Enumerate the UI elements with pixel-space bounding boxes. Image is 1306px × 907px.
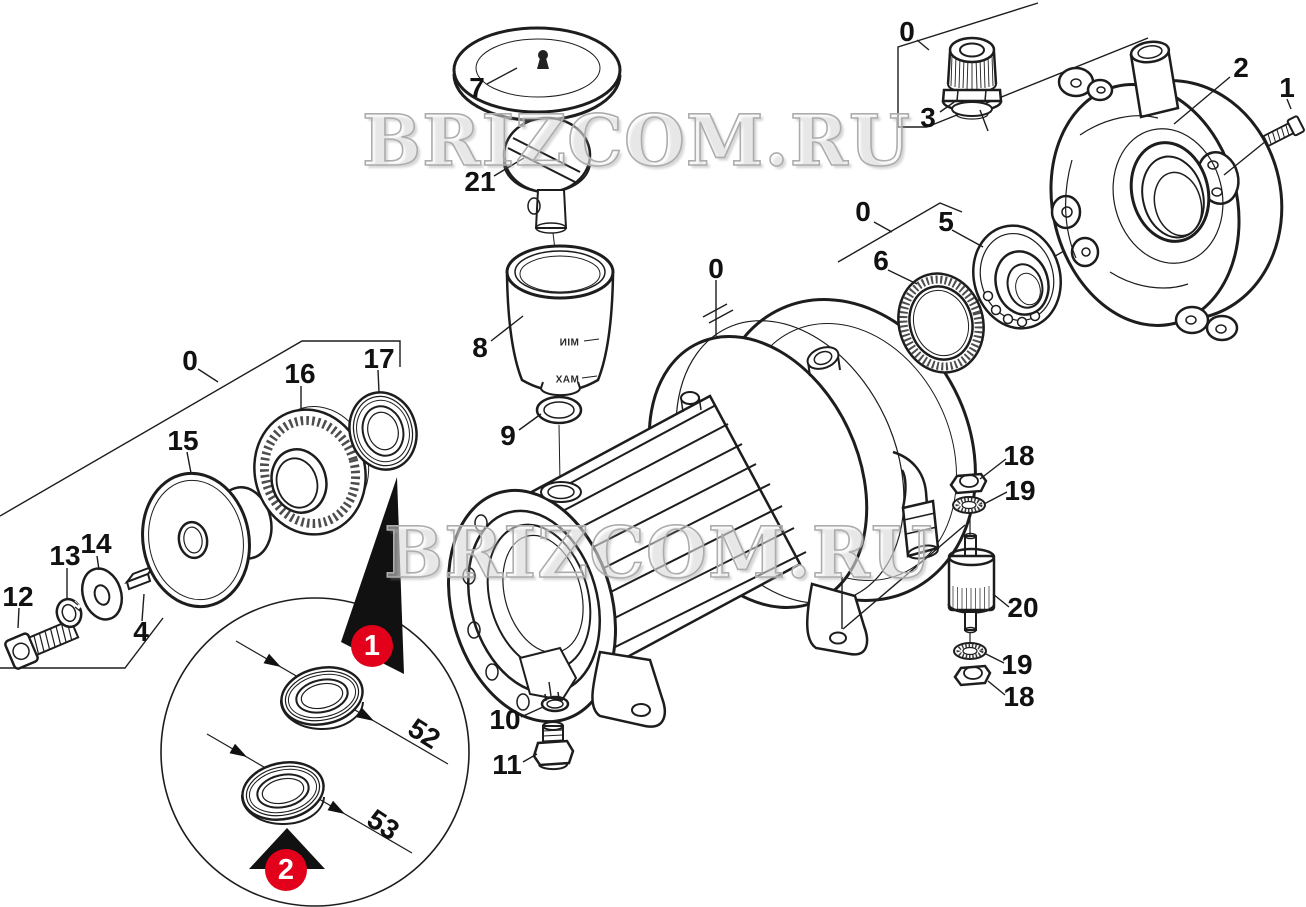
part-callout-0-left: 0 <box>182 345 198 376</box>
part-1-screw <box>1262 115 1305 148</box>
part-callout-0-top-right: 0 <box>899 16 915 47</box>
part-callout-6: 6 <box>873 245 889 276</box>
part-callout-17: 17 <box>363 343 395 374</box>
part-callout-4: 4 <box>133 616 149 647</box>
part-10-o-ring <box>540 695 570 713</box>
part-callout-19-lower: 19 <box>1001 649 1033 680</box>
part-11-drain-plug <box>532 721 575 771</box>
part-3-vent-plug <box>941 36 1003 120</box>
part-callout-13: 13 <box>49 540 81 571</box>
leader-lines <box>17 67 1292 763</box>
pump-mid-boss <box>680 391 702 413</box>
part-2-bearing-flange-housing <box>1049 40 1284 342</box>
detail-view-circle <box>160 597 470 907</box>
pump-rear-boss <box>806 346 841 377</box>
part-14-washer <box>80 567 124 621</box>
part-callout-8: 8 <box>472 332 488 363</box>
part-16-taper-bearing <box>253 406 370 536</box>
reservoir-min-marking: MIN <box>559 337 579 349</box>
part-15-swash-disc <box>141 471 273 609</box>
part-callout-0-mid-right: 0 <box>855 196 871 227</box>
part-callout-5: 5 <box>938 206 954 237</box>
part-callout-0-center: 0 <box>708 253 724 284</box>
part-7-oil-cap <box>452 26 622 122</box>
part-callout-1: 1 <box>1279 72 1295 103</box>
part-callout-11: 11 <box>492 749 522 780</box>
part-callout-9: 9 <box>500 420 516 451</box>
part-18-nut-upper <box>949 472 988 495</box>
part-callout-21: 21 <box>464 166 496 197</box>
part-callout-10: 10 <box>489 704 521 735</box>
part-callout-20: 20 <box>1007 592 1039 623</box>
part-19-washer-lower <box>953 642 987 660</box>
reservoir-max-marking: MAX <box>555 374 579 386</box>
drain-boss <box>518 646 578 702</box>
part-6-spacer-ring <box>897 272 985 374</box>
part-9-o-ring <box>535 395 583 483</box>
part-20-rubber-damper <box>947 513 996 646</box>
part-5-ball-bearing <box>972 224 1062 330</box>
part-callout-14: 14 <box>80 528 112 559</box>
part-callout-3: 3 <box>920 102 936 133</box>
oil-filler-neck <box>540 481 582 503</box>
part-callout-15: 15 <box>167 425 199 456</box>
part-21-dipstick <box>502 116 592 259</box>
part-callout-18-lower: 18 <box>1003 681 1035 712</box>
flange-bolt-holes <box>462 514 530 711</box>
seal-52 <box>279 666 364 731</box>
seal-53 <box>240 761 325 826</box>
part-4-key <box>124 563 157 591</box>
part-callout-2: 2 <box>1233 52 1249 83</box>
keyhole-icon <box>537 50 549 69</box>
part-callout-16: 16 <box>284 358 316 389</box>
pump-body <box>447 298 977 728</box>
part-callout-18-upper: 18 <box>1003 440 1035 471</box>
part-17-shaft-seal <box>348 391 418 471</box>
part-19-washer-upper <box>952 496 986 514</box>
section-arrows <box>229 653 374 814</box>
part-callout-12: 12 <box>2 581 34 612</box>
detail-marker-1: 1 <box>351 625 393 667</box>
detail-marker-2: 2 <box>265 849 307 891</box>
part-8-oil-reservoir <box>505 244 615 397</box>
pump-feet <box>591 582 869 728</box>
part-18-nut-lower <box>953 664 992 687</box>
part-callout-7: 7 <box>469 72 485 103</box>
part-callout-19-upper: 19 <box>1004 475 1036 506</box>
part-13-lock-washer <box>55 597 83 629</box>
part-12-bolt <box>4 618 80 670</box>
